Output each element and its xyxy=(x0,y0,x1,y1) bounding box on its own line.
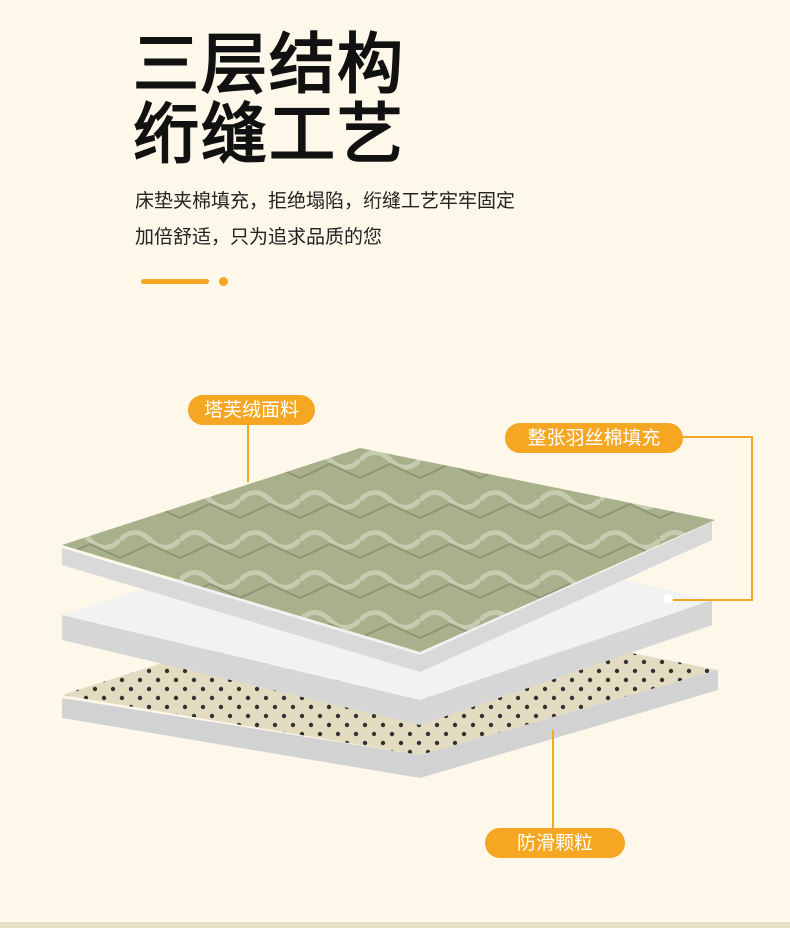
label-fabric: 塔芙绒面料 xyxy=(188,395,315,425)
description-line-1: 床垫夹棉填充，拒绝塌陷，绗缝工艺牢牢固定 xyxy=(135,190,516,212)
fabric-top-layer xyxy=(62,448,715,672)
accent-bar xyxy=(141,279,209,284)
label-anti-slip: 防滑颗粒 xyxy=(485,828,625,858)
label-filling: 整张羽丝棉填充 xyxy=(505,423,683,453)
leader-dot-middle xyxy=(663,594,673,604)
description-line-2: 加倍舒适，只为追求品质的您 xyxy=(135,226,383,248)
floor-strip xyxy=(0,922,790,928)
title-line-2: 绗缝工艺 xyxy=(133,96,405,173)
leader-line-middle xyxy=(668,436,753,601)
title-line-1: 三层结构 xyxy=(133,26,405,103)
accent-dot xyxy=(219,277,228,286)
